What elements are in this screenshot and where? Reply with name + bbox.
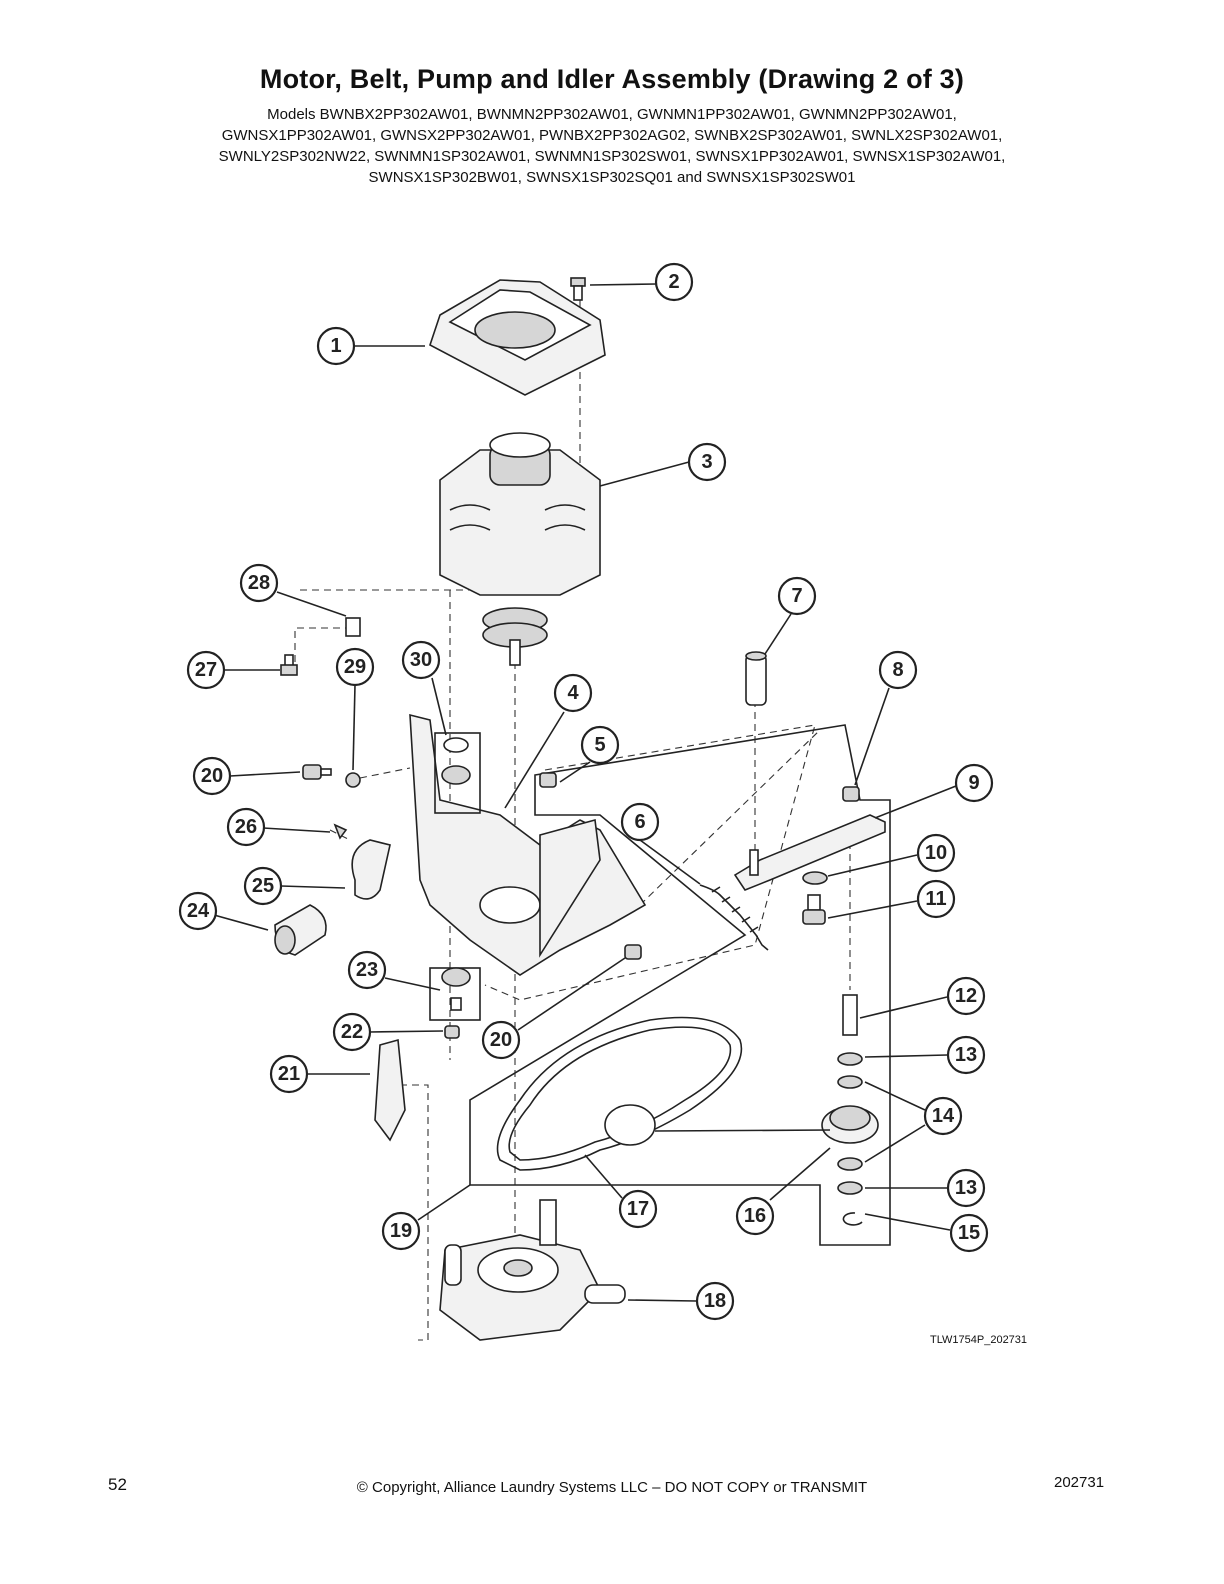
callout-15: 15 [949,1213,989,1253]
svg-text:19: 19 [390,1220,412,1242]
callout-27: 27 [186,650,226,690]
svg-text:13: 13 [955,1177,977,1199]
svg-text:11: 11 [925,888,946,910]
svg-text:4: 4 [567,682,579,704]
svg-text:24: 24 [187,900,210,922]
models-line-2: GWNSX1PP302AW01, GWNSX2PP302AW01, PWNBX2… [221,127,1003,144]
svg-text:8: 8 [892,659,903,681]
svg-text:20: 20 [201,765,223,787]
svg-text:7: 7 [791,585,802,607]
motor-part [439,432,601,666]
svg-text:10: 10 [925,842,947,864]
callout-28: 28 [239,563,279,603]
callout-13-lower: 13 [946,1168,986,1208]
retaining-ring-part [842,1212,863,1226]
svg-text:17: 17 [627,1198,649,1220]
models-line-3: SWNLY2SP302NW22, SWNMN1SP302AW01, SWNMN1… [218,148,1006,165]
callout-23: 23 [347,950,387,990]
idler-nut-part [842,786,860,802]
bolt-part [802,894,826,925]
callout-26: 26 [226,807,266,847]
small-hardware-parts [280,617,642,1039]
svg-text:21: 21 [278,1063,300,1085]
svg-text:14: 14 [932,1105,955,1127]
callout-10: 10 [916,833,956,873]
svg-text:12: 12 [955,985,977,1007]
svg-text:18: 18 [704,1290,726,1312]
svg-text:15: 15 [958,1222,980,1244]
assembly-dashed-lines [294,300,851,1341]
callout-14: 14 [923,1096,963,1136]
idler-arm-part [733,814,886,891]
grommet-group-part [429,732,481,1021]
callout-24: 24 [178,891,218,931]
callout-21: 21 [269,1054,309,1094]
svg-text:3: 3 [701,451,712,473]
idler-shaft-part [842,994,858,1036]
svg-text:20: 20 [490,1029,512,1051]
callout-1: 1 [316,326,356,366]
svg-text:26: 26 [235,816,257,838]
document-number: 202731 [1054,1474,1105,1491]
svg-text:22: 22 [341,1021,363,1043]
callout-11: 11 [916,879,956,919]
leader-lines [213,283,957,1302]
svg-text:13: 13 [955,1044,977,1066]
svg-text:23: 23 [356,959,378,981]
callout-3: 3 [687,442,727,482]
callout-4: 4 [553,673,593,713]
callout-20-left: 20 [192,756,232,796]
pump-part [439,1199,626,1341]
copyright-notice: © Copyright, Alliance Laundry Systems LL… [356,1479,868,1496]
svg-text:2: 2 [668,271,679,293]
svg-text:9: 9 [968,772,979,794]
page-title: Motor, Belt, Pump and Idler Assembly (Dr… [259,64,965,94]
callout-29: 29 [335,647,375,687]
callout-7: 7 [777,576,817,616]
svg-text:27: 27 [195,659,217,681]
svg-text:29: 29 [344,656,366,678]
callout-17: 17 [618,1189,658,1229]
belt-part [496,1016,743,1171]
callout-25: 25 [243,866,283,906]
svg-text:30: 30 [410,649,432,671]
callout-5: 5 [580,725,620,765]
idler-pulley-part [821,1105,879,1144]
svg-text:25: 25 [252,875,274,897]
callout-16: 16 [735,1196,775,1236]
callout-19: 19 [381,1211,421,1251]
screw-part [570,277,586,301]
callout-20-lower: 20 [481,1020,521,1060]
nut-part [539,772,557,788]
svg-text:5: 5 [594,734,605,756]
callout-8: 8 [878,650,918,690]
motor-cover-part [429,279,606,396]
page-number: 52 [108,1475,127,1494]
callout-13: 13 [946,1035,986,1075]
svg-text:6: 6 [634,811,645,833]
models-line-4: SWNSX1SP302BW01, SWNSX1SP302SQ01 and SWN… [368,169,856,186]
models-line-1: Models BWNBX2PP302AW01, BWNMN2PP302AW01,… [267,106,957,123]
callout-30: 30 [401,640,441,680]
callout-12: 12 [946,976,986,1016]
callout-18: 18 [695,1281,735,1321]
callout-6: 6 [620,802,660,842]
spring-part [699,884,769,951]
washer-part [802,871,828,885]
drawing-code: TLW1754P_202731 [930,1334,1028,1346]
svg-text:16: 16 [744,1205,766,1227]
washer-stack-part [837,1052,863,1195]
svg-text:1: 1 [330,335,341,357]
pin-part [745,651,767,706]
callout-9: 9 [954,763,994,803]
svg-text:28: 28 [248,572,270,594]
frame-outline [469,724,891,1246]
clamp-sleeve-bracket-parts [274,839,406,1142]
callout-22: 22 [332,1012,372,1052]
motor-mount-bracket-part [409,713,647,976]
callout-2: 2 [654,262,694,302]
